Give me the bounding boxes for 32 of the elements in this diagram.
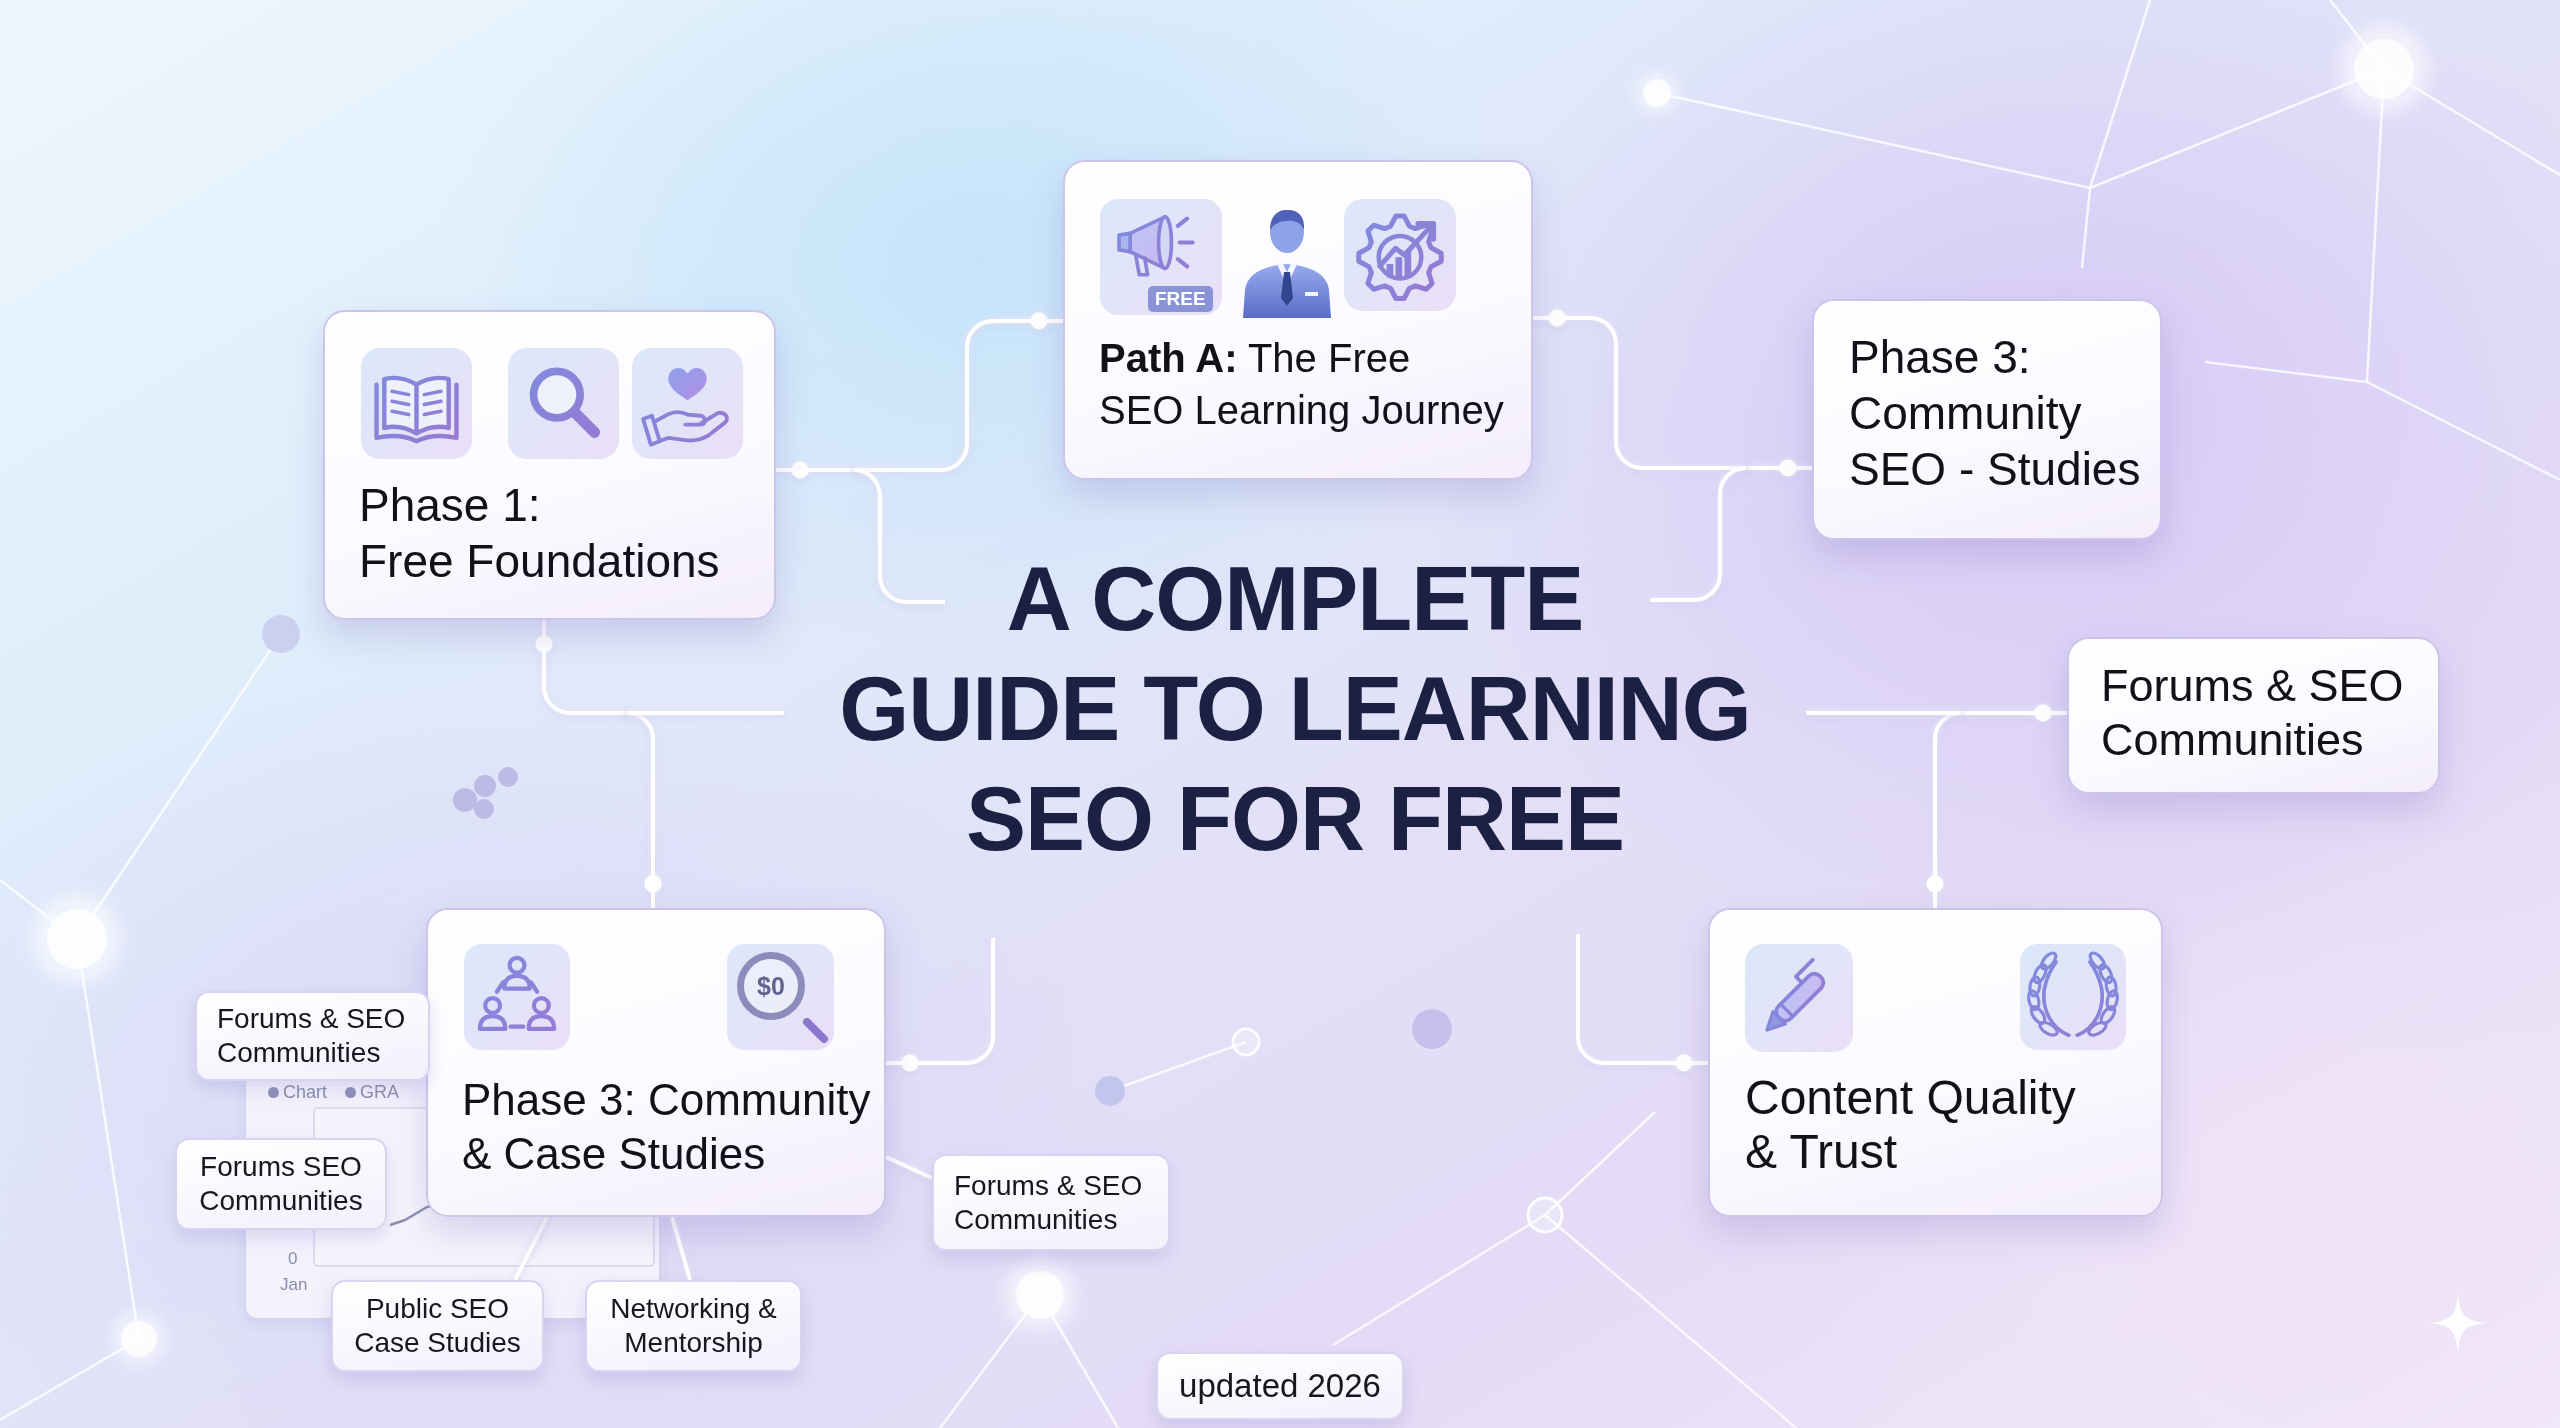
heading-text: Phase 3: Community SEO - Studies: [1849, 330, 2141, 497]
step-card: [323, 310, 776, 620]
heading-text: Phase 1: Free Foundations: [359, 478, 720, 589]
topic-tag: [331, 1280, 544, 1372]
connector-line: [1961, 704, 2067, 722]
connector-line: [1576, 934, 1708, 1072]
connector-line: [1746, 459, 1812, 477]
connector-line: [513, 1216, 549, 1281]
free-badge: FREE: [1148, 286, 1213, 312]
heading-text: Content Quality & Trust: [1745, 1071, 2076, 1179]
update-tag: [1156, 1352, 1404, 1420]
step-card: [1708, 908, 2163, 1217]
topic-tag: [932, 1154, 1170, 1251]
axis-tick-label: Jan: [280, 1274, 308, 1296]
connector-line: [1650, 466, 1747, 602]
heading-text: Forums & SEO Communities: [2101, 659, 2404, 767]
step-card: [1812, 299, 2162, 540]
topic-label: Public SEO Case Studies: [354, 1292, 521, 1360]
topic-label: Forums & SEO Communities: [954, 1168, 1143, 1237]
step-card: [2067, 637, 2440, 794]
connector-line: [885, 1155, 933, 1180]
topic-label: Networking & Mentorship: [610, 1292, 777, 1360]
topic-tag: [175, 1138, 387, 1230]
connector-line: [1806, 711, 1961, 715]
connector-line: [670, 1216, 692, 1281]
connector-line: [776, 461, 854, 479]
update-note: updated 2026: [1179, 1366, 1381, 1406]
heading-text: Path A: The Free SEO Learning Journey: [1099, 335, 1504, 434]
topic-tag: [585, 1280, 802, 1372]
topic-label: Forums SEO Communities: [199, 1150, 363, 1218]
axis-tick-label: 0: [288, 1248, 298, 1270]
step-card: [1063, 160, 1533, 480]
